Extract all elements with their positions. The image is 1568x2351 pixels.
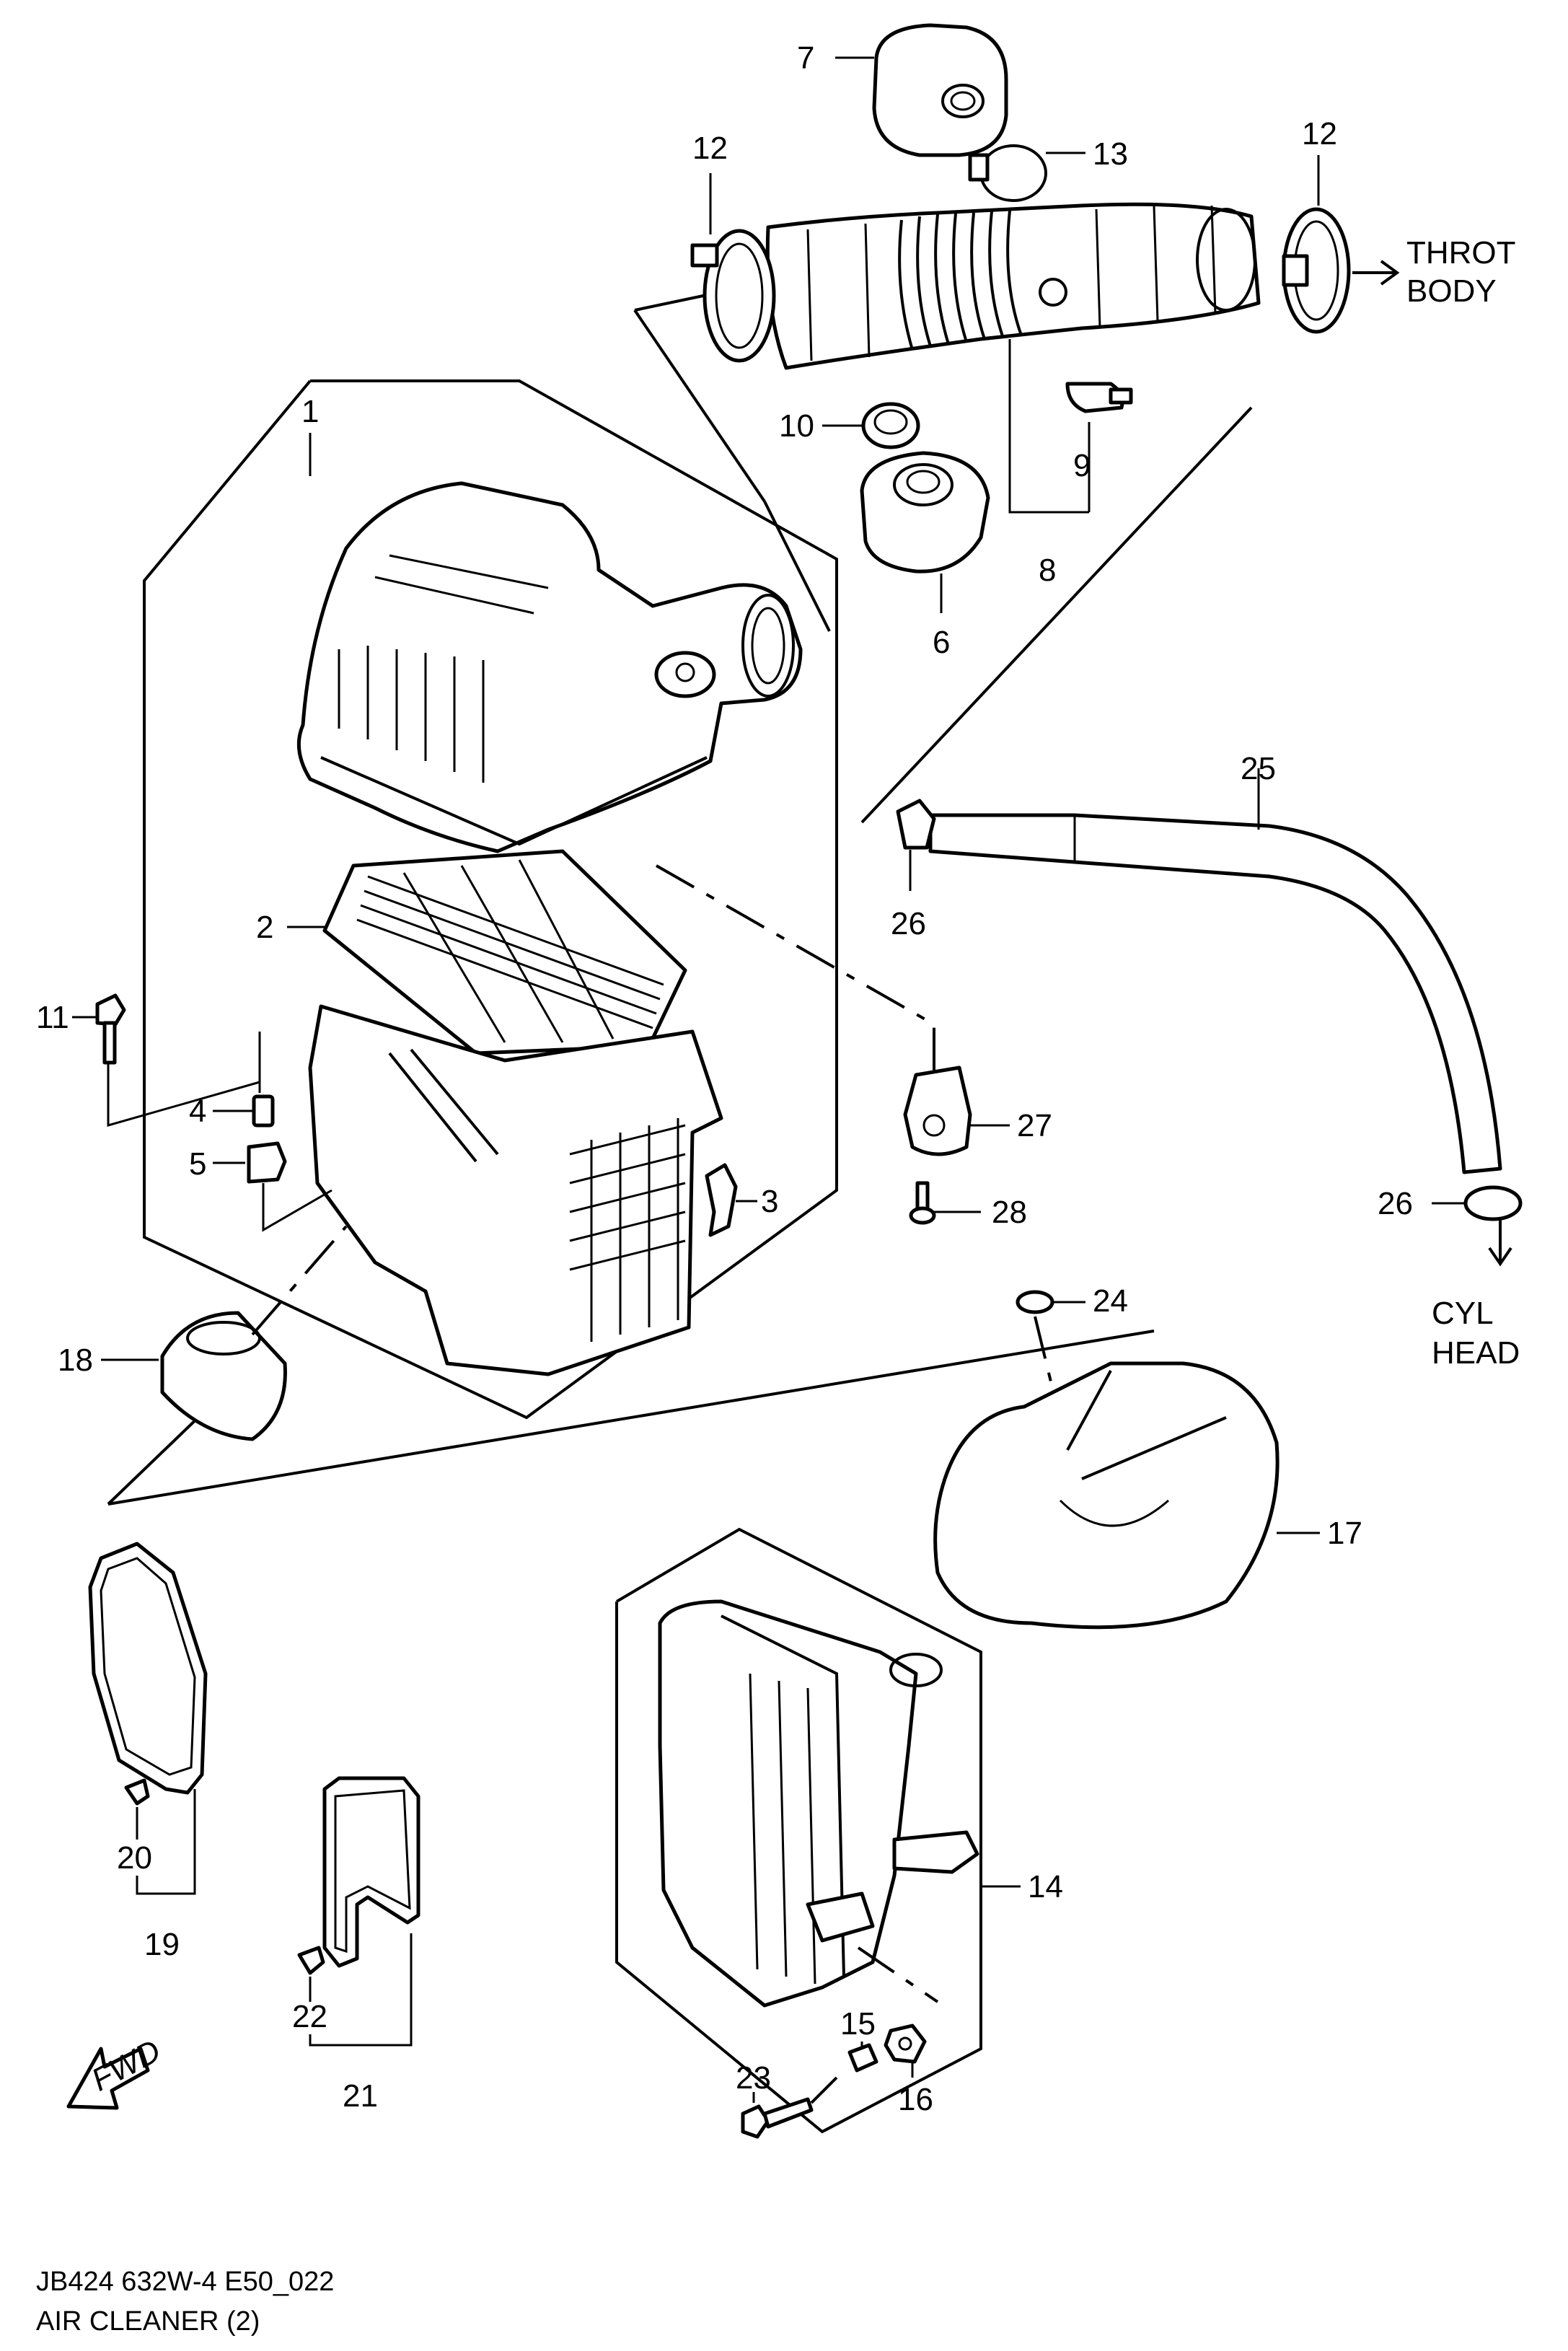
callout-24: 24 [1093, 1283, 1128, 1319]
group-boundary-intake-lines [107, 1330, 1155, 1506]
part-12-clamp-right [1282, 207, 1351, 334]
callout-20: 20 [117, 1840, 152, 1876]
callout-12-right: 12 [1302, 116, 1337, 151]
part-26-clamp-lower [1463, 1185, 1523, 1221]
part-5-collar [247, 1141, 287, 1184]
callout-22: 22 [292, 1999, 327, 2034]
callout-11: 11 [36, 1000, 69, 1035]
callout-27: 27 [1017, 1108, 1052, 1143]
part-24-clip [1016, 1290, 1054, 1314]
cyl-label-line1: CYL [1432, 1296, 1494, 1331]
diagram-title: AIR CLEANER (2) [36, 2306, 260, 2337]
fwd-label: FWD [86, 2033, 166, 2098]
part-20-clip [124, 1778, 150, 1806]
callout-17: 17 [1327, 1516, 1362, 1551]
part-13-clamp [968, 144, 1047, 202]
callout-18: 18 [58, 1343, 93, 1378]
callout-3: 3 [761, 1184, 778, 1219]
part-19-gasket [88, 1542, 208, 1795]
part-9-fitting [1065, 382, 1133, 413]
callout-13: 13 [1093, 136, 1128, 172]
callout-7: 7 [797, 40, 814, 76]
callout-1: 1 [301, 394, 319, 429]
callout-16: 16 [898, 2082, 933, 2117]
callout-19: 19 [144, 1927, 180, 1962]
diagram-code: JB424 632W-4 E50_022 [36, 2267, 334, 2297]
part-14-lower-box [658, 1599, 979, 2008]
callout-5: 5 [189, 1146, 206, 1182]
destination-cyl-head: CYL HEAD [1432, 1296, 1520, 1371]
throttle-label-line2: BODY [1406, 273, 1497, 309]
callout-labels: 7 13 12 12 10 9 8 6 1 2 11 4 5 3 18 25 2… [36, 40, 1413, 2117]
callout-12-left: 12 [692, 131, 728, 166]
callout-2: 2 [256, 910, 273, 945]
callout-8: 8 [1039, 553, 1056, 588]
throttle-label-line1: THROT [1406, 235, 1516, 271]
part-17-duct [933, 1361, 1279, 1630]
callout-4: 4 [189, 1094, 206, 1129]
destination-throttle-body: THROT BODY [1406, 235, 1516, 309]
callout-28: 28 [992, 1195, 1027, 1230]
callout-9: 9 [1073, 448, 1091, 483]
part-8-intake-hose [765, 202, 1261, 370]
cyl-label-line2: HEAD [1432, 1335, 1520, 1371]
part-10-clip [861, 402, 920, 449]
part-26-clamp-upper [896, 799, 936, 850]
part-16-nut [884, 2023, 927, 2064]
fwd-arrow-icon: FWD [66, 2033, 167, 2110]
part-1-lower-case [308, 1004, 723, 1376]
part-4-grommet [252, 1094, 275, 1128]
part-12-clamp-left [690, 229, 776, 363]
part-11-bolt [95, 993, 126, 1065]
part-1-upper-case [296, 481, 803, 853]
part-7-resonator [872, 23, 1008, 157]
callout-21: 21 [343, 2078, 378, 2114]
part-28-screw [909, 1181, 936, 1225]
callout-15: 15 [840, 2006, 876, 2042]
part-22-clip [297, 1946, 325, 1975]
callout-25: 25 [1241, 751, 1276, 786]
callout-23: 23 [736, 2060, 771, 2096]
part-18-duct-ring [160, 1311, 287, 1441]
part-6-resonator [860, 451, 990, 574]
callout-26-upper: 26 [891, 906, 926, 941]
part-23-bolt [741, 2097, 814, 2139]
part-21-gasket [322, 1776, 420, 1968]
part-3-bracket [705, 1163, 738, 1237]
callout-14: 14 [1028, 1869, 1063, 1904]
part-15-grommet [847, 2043, 878, 2073]
callout-6: 6 [933, 625, 950, 660]
part-27-sensor [903, 1065, 972, 1156]
callout-26-lower: 26 [1378, 1186, 1413, 1221]
group-boundary-14 [615, 1527, 982, 2134]
callout-10: 10 [779, 408, 814, 444]
part-25-hose [928, 813, 1502, 1174]
